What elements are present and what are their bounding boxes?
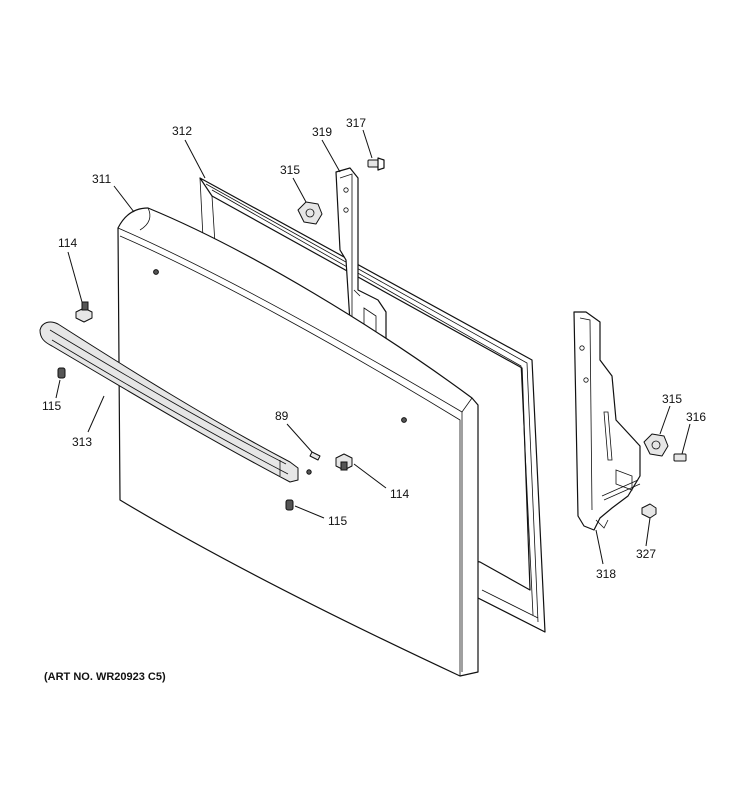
plug-115-left: [57, 367, 66, 379]
callout-114-left: 114: [58, 236, 77, 250]
hinge-bracket-right: [573, 311, 641, 531]
plug-115-middle: [285, 499, 294, 511]
callout-318: 318: [596, 567, 616, 581]
screw-114-left: [75, 301, 93, 323]
callout-89: 89: [275, 409, 289, 423]
screw-327: [641, 503, 657, 519]
callout-317: 317: [346, 116, 366, 130]
hinge-bracket-left: [335, 167, 387, 341]
art-number: (ART NO. WR20923 C5): [44, 671, 166, 683]
callout-315-right: 315: [662, 392, 682, 406]
screw-89: [309, 451, 321, 461]
nut-315-right: [643, 433, 669, 457]
callout-311: 311: [92, 172, 111, 186]
callout-313: 313: [72, 435, 92, 449]
callout-319: 319: [312, 125, 332, 139]
screw-316: [673, 453, 687, 462]
callout-327: 327: [636, 547, 656, 561]
callout-115-left: 115: [42, 399, 61, 413]
screw-114-middle: [335, 453, 353, 471]
callout-115-middle: 115: [328, 514, 347, 528]
nut-315-top: [297, 201, 323, 225]
callout-labels: 312 311 319 317 315 114 115 313 89 114 1…: [42, 116, 706, 581]
door-handle: [39, 321, 299, 483]
door-panel: [117, 207, 479, 677]
callout-114-middle: 114: [390, 487, 409, 501]
callout-316: 316: [686, 410, 706, 424]
leader-lines: [55, 129, 691, 565]
screw-317: [367, 157, 385, 171]
callout-315-top: 315: [280, 163, 300, 177]
callout-312: 312: [172, 124, 192, 138]
